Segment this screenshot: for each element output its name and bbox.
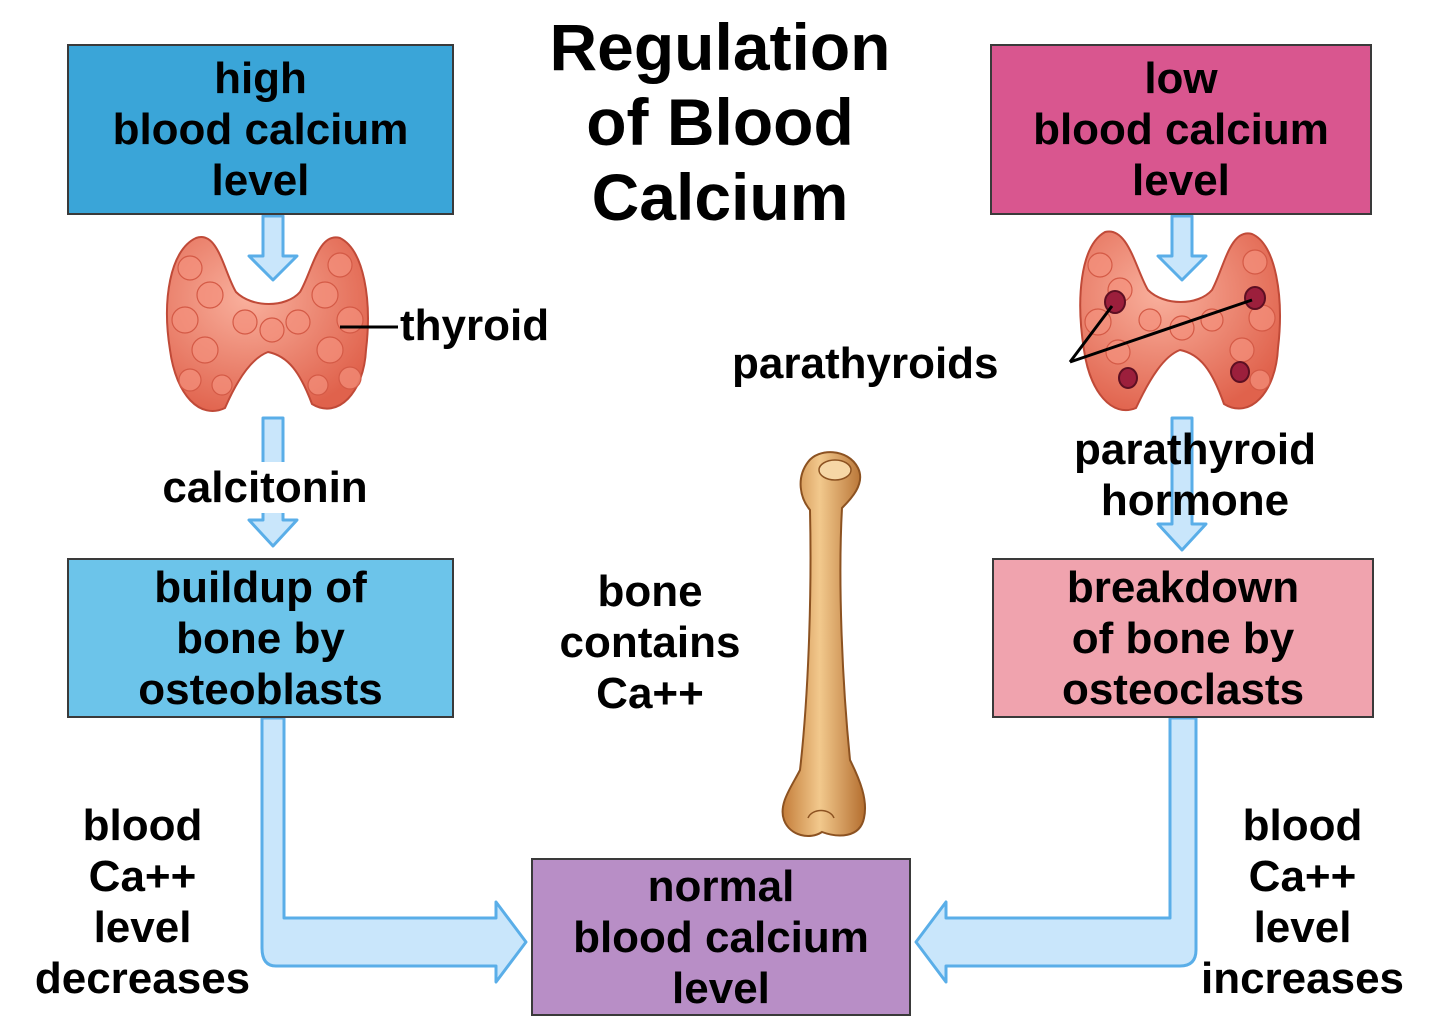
diagram-title: Regulation of Blood Calcium	[549, 10, 891, 234]
calcitonin-label: calcitonin	[120, 462, 410, 513]
low-calcium-box: low blood calcium level	[990, 44, 1372, 215]
thyroid-label: thyroid	[400, 301, 550, 350]
arrow-pth	[1156, 416, 1208, 552]
right-effect-label: blood Ca++ level increases	[1200, 801, 1405, 1003]
bone-contains-label: bone contains Ca++	[559, 567, 741, 718]
buildup-bone-box: buildup of bone by osteoblasts	[67, 558, 454, 718]
arrow-low-to-parathyroid	[1156, 214, 1208, 282]
high-calcium-box: high blood calcium level	[67, 44, 454, 215]
arrow-left-to-normal	[260, 716, 528, 984]
thyroid-gland-illustration	[166, 236, 398, 412]
parathyroid-hormone-label: parathyroid hormone	[1073, 425, 1317, 525]
parathyroid-gland-illustration	[1068, 230, 1281, 412]
left-effect-label: blood Ca++ level decreases	[34, 801, 251, 1003]
normal-calcium-box: normal blood calcium level	[531, 858, 911, 1016]
parathyroids-label: parathyroids	[732, 339, 999, 388]
breakdown-bone-box: breakdown of bone by osteoclasts	[992, 558, 1374, 718]
bone-illustration	[781, 451, 866, 837]
arrow-right-to-normal	[914, 716, 1198, 984]
arrow-high-to-thyroid	[247, 214, 299, 282]
